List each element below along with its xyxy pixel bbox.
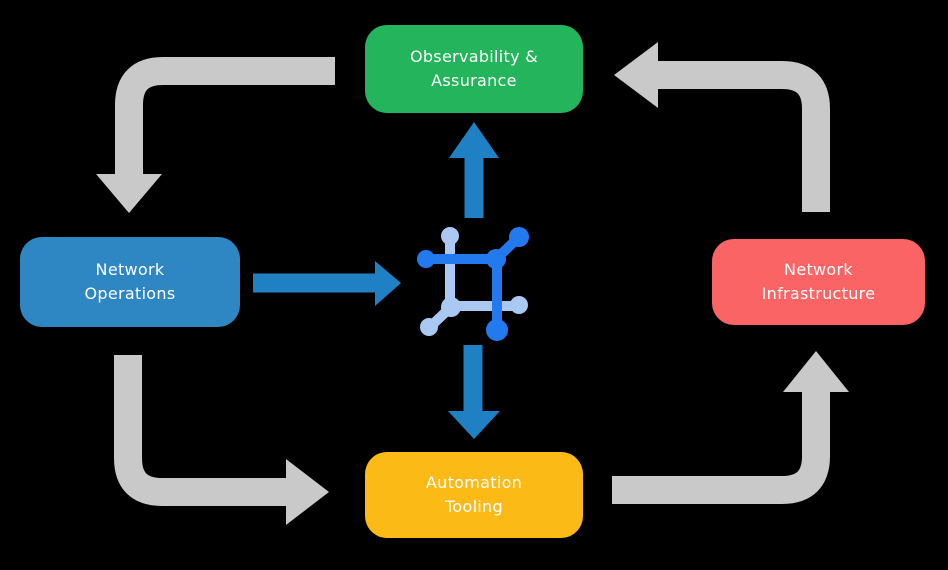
arrow-shaft <box>114 355 288 506</box>
node-network-infrastructure: Network Infrastructure <box>712 239 925 325</box>
arrow-head-down <box>448 411 500 439</box>
arrow-operations-to-center <box>253 261 401 306</box>
arrow-infrastructure-to-observability <box>614 42 830 212</box>
node-network-operations: Network Operations <box>20 237 240 327</box>
icon-top-right-node <box>509 227 529 247</box>
icon-dark-parts <box>417 227 529 341</box>
node-automation-tooling: Automation Tooling <box>365 452 583 538</box>
node-observability-assurance: Observability & Assurance <box>365 25 583 113</box>
arrow-head-left <box>614 42 658 108</box>
arrow-shaft <box>656 61 830 212</box>
arrow-center-to-automation <box>448 345 500 439</box>
arrow-operations-to-automation <box>114 355 329 525</box>
arrow-head-right <box>375 261 401 306</box>
arrow-shaft <box>115 57 335 176</box>
arrow-center-to-observability <box>449 122 499 218</box>
icon-top-node <box>441 227 459 245</box>
icon-bottom-left-node <box>420 318 438 336</box>
node-label: Network Operations <box>84 260 176 303</box>
arrow-head-down <box>96 174 162 213</box>
arrow-automation-to-infrastructure <box>612 351 849 504</box>
arrow-head-right <box>286 459 329 525</box>
icon-light-parts <box>420 227 528 336</box>
arrow-shaft <box>612 390 830 504</box>
arrow-observability-to-operations <box>96 57 335 213</box>
node-label: Automation Tooling <box>425 473 523 516</box>
node-label: Observability & Assurance <box>409 47 539 90</box>
arrow-head-up <box>783 351 849 392</box>
node-label: Network Infrastructure <box>761 260 876 303</box>
network-automation-icon <box>417 227 529 341</box>
arrow-head-up <box>449 122 499 158</box>
icon-right-node <box>510 296 528 314</box>
icon-bottom-node <box>486 319 508 341</box>
